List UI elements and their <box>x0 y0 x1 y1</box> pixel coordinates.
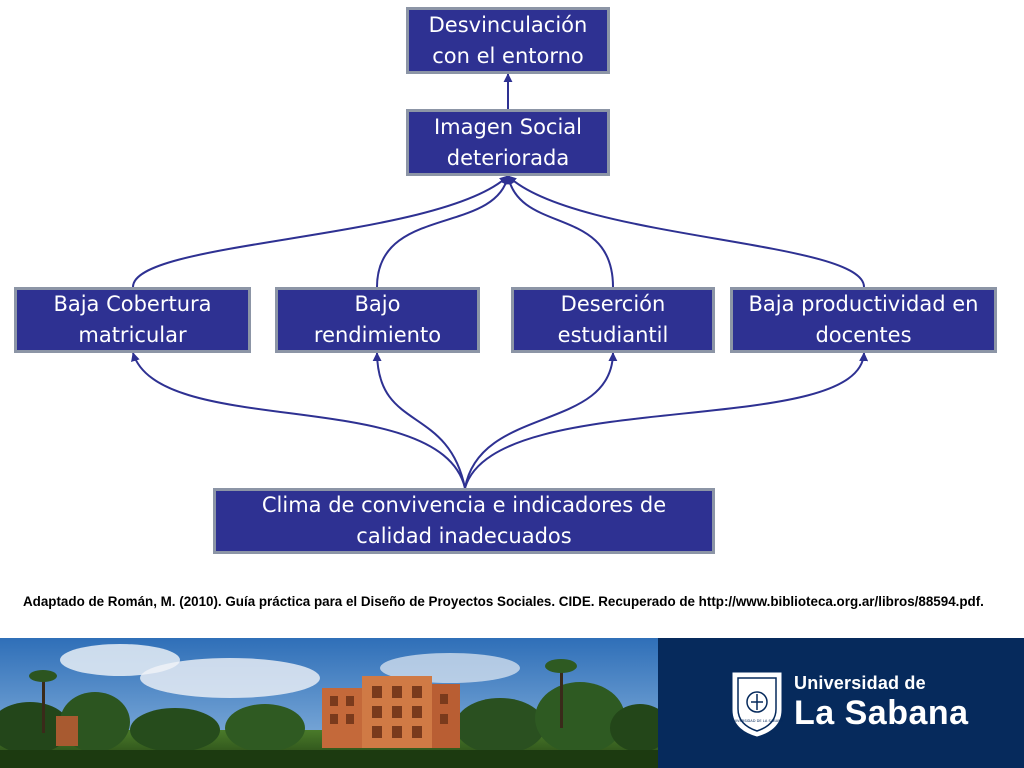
node-desvinculacion: Desvinculación con el entorno <box>406 7 610 74</box>
node-bajo-rendimiento: Bajo rendimiento <box>275 287 480 353</box>
edge-clima-to-desercion <box>464 352 618 489</box>
node-clima-label: Clima de convivencia e indicadores de ca… <box>261 493 667 548</box>
seal-text: UNIVERSIDAD DE LA SABANA <box>731 719 784 723</box>
footer-banner: UNIVERSIDAD DE LA SABANA <box>0 638 1024 768</box>
edge-clima-to-rendimiento <box>372 352 466 489</box>
citation-text: Adaptado de Román, M. (2010). Guía práct… <box>23 594 984 609</box>
edge-rendimiento-to-imagen <box>376 175 511 288</box>
campus-photo <box>0 638 658 768</box>
brand-panel: UNIVERSIDAD DE LA SABANA <box>658 638 1024 768</box>
node-clima: Clima de convivencia e indicadores de ca… <box>213 488 715 554</box>
edge-desercion-to-imagen <box>505 175 614 288</box>
campus-photo-illustration <box>0 638 658 768</box>
node-baja-productividad-label: Baja productividad en docentes <box>748 292 979 347</box>
node-imagen-social-label: Imagen Social deteriorada <box>433 114 582 170</box>
node-baja-cobertura: Baja Cobertura matricular <box>14 287 251 353</box>
node-imagen-social: Imagen Social deteriorada <box>406 109 610 176</box>
logo-line-1: Universidad de <box>794 673 926 693</box>
diagram-edges <box>131 73 869 489</box>
node-bajo-rendimiento-label: Bajo rendimiento <box>313 292 442 347</box>
university-seal-icon: UNIVERSIDAD DE LA SABANA <box>731 672 784 737</box>
edge-clima-to-cobertura <box>131 352 466 489</box>
node-desvinculacion-label: Desvinculación con el entorno <box>428 12 588 68</box>
university-logo: Universidad de La Sabana <box>794 672 969 732</box>
node-desercion: Deserción estudiantil <box>511 287 715 353</box>
edge-productividad-to-imagen <box>507 175 865 288</box>
edge-clima-to-productividad <box>464 352 869 489</box>
edge-cobertura-to-imagen <box>132 175 509 288</box>
logo-line-2: La Sabana <box>794 694 969 732</box>
node-baja-cobertura-label: Baja Cobertura matricular <box>53 292 212 347</box>
node-baja-productividad: Baja productividad en docentes <box>730 287 997 353</box>
node-desercion-label: Deserción estudiantil <box>557 292 669 347</box>
